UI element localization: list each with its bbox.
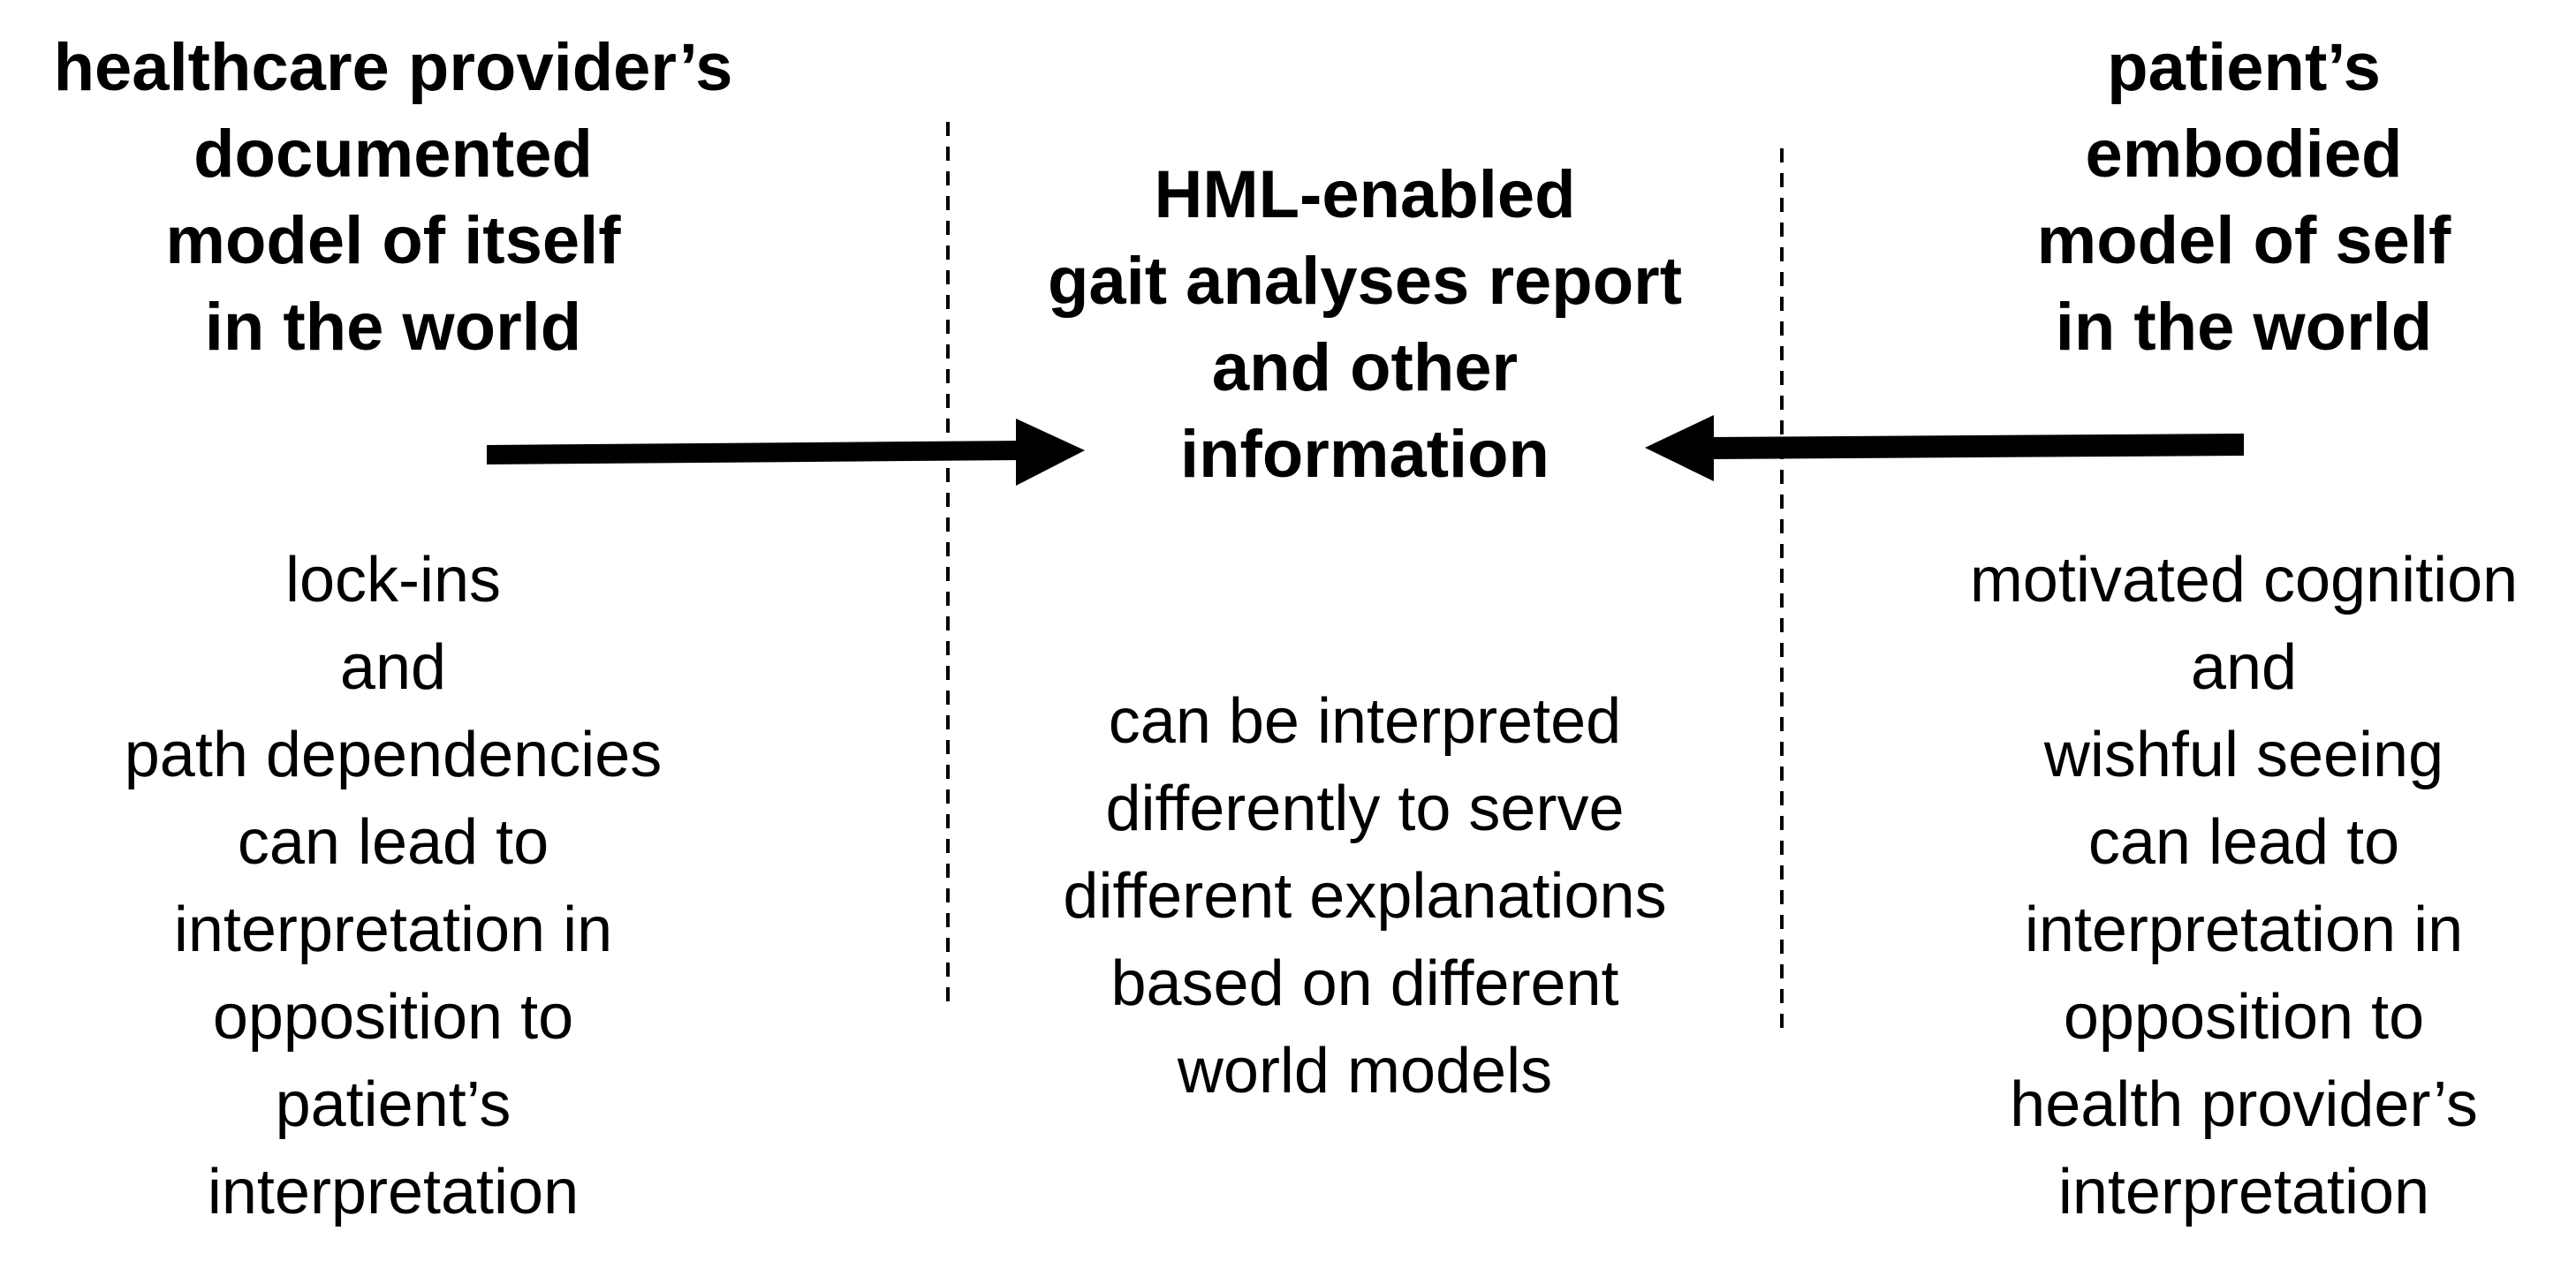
right-arrow-shaft [1709, 434, 2244, 459]
left-arrow-shaft [487, 441, 1025, 464]
left-to-center-arrow [487, 419, 1085, 486]
left-arrow-head [1016, 419, 1085, 486]
report-title: HML-enabled gait analyses report and oth… [1047, 157, 1683, 492]
right-to-center-arrow [1645, 415, 2244, 481]
report-interpretation-description: can be interpreted differently to serve … [1063, 686, 1667, 1106]
right-arrow-head [1645, 415, 1714, 481]
provider-interpretation-description: lock-ins and path dependencies can lead … [124, 545, 663, 1227]
patient-model-title: patient’s embodied model of self in the … [2036, 30, 2451, 365]
provider-model-title: healthcare provider’s documented model o… [53, 30, 733, 365]
patient-interpretation-description: motivated cognition and wishful seeing c… [1969, 545, 2519, 1227]
